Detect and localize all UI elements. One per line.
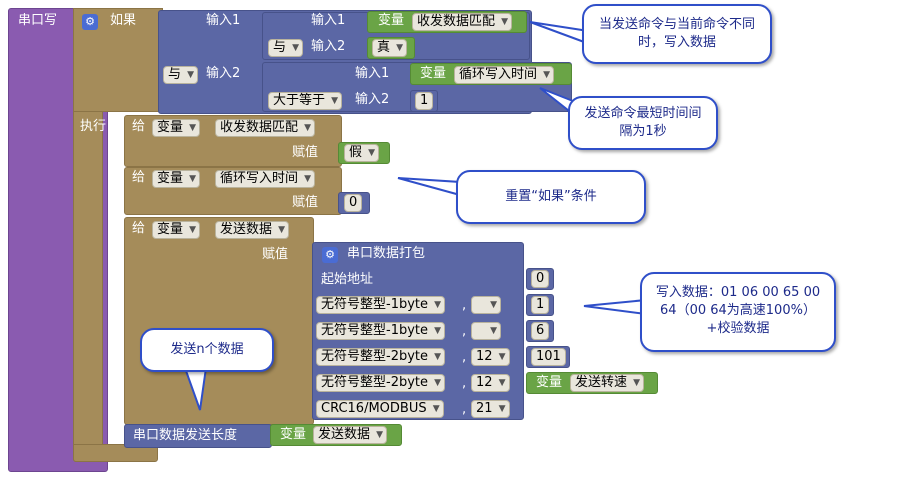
- set-var-dropdown-2[interactable]: 变量▼: [152, 170, 201, 188]
- comment-bubble-4[interactable]: 写入数据：01 06 00 65 00 64（00 64为高速100%）+校验数…: [640, 272, 836, 352]
- outer-input2-label: 输入2: [206, 66, 241, 81]
- var-dropdown-loop-time[interactable]: 循环写入时间▼: [454, 66, 555, 84]
- bool-true-dropdown[interactable]: 真▼: [372, 39, 408, 57]
- var-dropdown-send-speed[interactable]: 发送转速▼: [570, 374, 645, 392]
- inner1-input2-label: 输入2: [311, 39, 346, 54]
- inner1-input1-label: 输入1: [311, 13, 346, 28]
- type-dropdown-4[interactable]: 无符号整型-2byte▼: [316, 374, 446, 392]
- comma-3: ,: [462, 350, 467, 365]
- type-dropdown-1[interactable]: 无符号整型-1byte▼: [316, 296, 446, 314]
- set-label-1: 给: [132, 119, 146, 134]
- comment-bubble-1[interactable]: 当发送命令与当前命令不同时，写入数据: [582, 4, 772, 64]
- var-label-speed: 变量: [536, 375, 563, 390]
- comment-bubble-3[interactable]: 重置“如果”条件: [456, 170, 646, 224]
- bool-false-dropdown[interactable]: 假▼: [344, 144, 380, 162]
- comma-4: ,: [462, 376, 467, 391]
- type-dropdown-2[interactable]: 无符号整型-1byte▼: [316, 322, 446, 340]
- gear-icon[interactable]: ⚙: [322, 247, 338, 263]
- exec-label: 执行: [80, 119, 107, 134]
- type-dropdown-5[interactable]: CRC16/MODBUS▼: [316, 400, 444, 418]
- send-length-block[interactable]: [124, 424, 272, 448]
- pack-title: 串口数据打包: [347, 246, 426, 261]
- type-dropdown-3[interactable]: 无符号整型-2byte▼: [316, 348, 446, 366]
- set-target-dropdown-1[interactable]: 收发数据匹配▼: [215, 119, 316, 137]
- and-op-dropdown-inner1[interactable]: 与▼: [268, 39, 304, 57]
- set-var-dropdown-1[interactable]: 变量▼: [152, 119, 201, 137]
- if-label: 如果: [110, 13, 137, 28]
- param-dropdown-3[interactable]: 12▼: [471, 348, 510, 366]
- comma-5: ,: [462, 402, 467, 417]
- comma-1: ,: [462, 298, 467, 313]
- outer-input1-label: 输入1: [206, 13, 241, 28]
- send-length-label: 串口数据发送长度: [133, 428, 238, 443]
- if-footer: [73, 444, 158, 462]
- num-field-row2[interactable]: 6: [531, 322, 550, 340]
- var-label: 变量: [378, 13, 405, 28]
- var-dropdown-recv-match[interactable]: 收发数据匹配▼: [412, 13, 513, 31]
- set-target-dropdown-2[interactable]: 循环写入时间▼: [215, 170, 316, 188]
- comment-bubble-5[interactable]: 发送n个数据: [140, 328, 274, 372]
- inner2-input2-label: 输入2: [355, 92, 390, 107]
- gear-icon[interactable]: ⚙: [82, 14, 98, 30]
- inner2-input1-label: 输入1: [355, 66, 390, 81]
- start-addr-label: 起始地址: [321, 272, 374, 287]
- num-field-0b[interactable]: 0: [531, 270, 550, 288]
- num-field-row1[interactable]: 1: [531, 296, 550, 314]
- gte-op-dropdown[interactable]: 大于等于▼: [268, 92, 343, 110]
- var-dropdown-send-data[interactable]: 发送数据▼: [313, 426, 388, 444]
- num-field-1[interactable]: 1: [415, 92, 434, 110]
- comment-bubble-2[interactable]: 发送命令最短时间间隔为1秒: [568, 96, 718, 150]
- set-label-2: 给: [132, 170, 146, 185]
- num-field-0a[interactable]: 0: [344, 194, 363, 212]
- comma-2: ,: [462, 324, 467, 339]
- procedure-title: 串口写: [18, 13, 58, 28]
- and-op-dropdown-outer[interactable]: 与▼: [163, 66, 199, 84]
- set-block-send-data[interactable]: [124, 217, 314, 425]
- param-dropdown-4[interactable]: 12▼: [471, 374, 510, 392]
- num-field-row3[interactable]: 101: [531, 348, 566, 366]
- assign-label-3: 赋值: [262, 247, 289, 262]
- set-target-dropdown-3[interactable]: 发送数据▼: [215, 221, 290, 239]
- var-label-2: 变量: [420, 66, 447, 81]
- var-label-send: 变量: [280, 427, 307, 442]
- set-label-3: 给: [132, 221, 146, 236]
- set-var-dropdown-3[interactable]: 变量▼: [152, 221, 201, 239]
- assign-label-2: 赋值: [292, 195, 319, 210]
- param-dropdown-5[interactable]: 21▼: [471, 400, 510, 418]
- param-dropdown-1[interactable]: ▼: [471, 296, 501, 314]
- param-dropdown-2[interactable]: ▼: [471, 322, 501, 340]
- assign-label-1: 赋值: [292, 145, 319, 160]
